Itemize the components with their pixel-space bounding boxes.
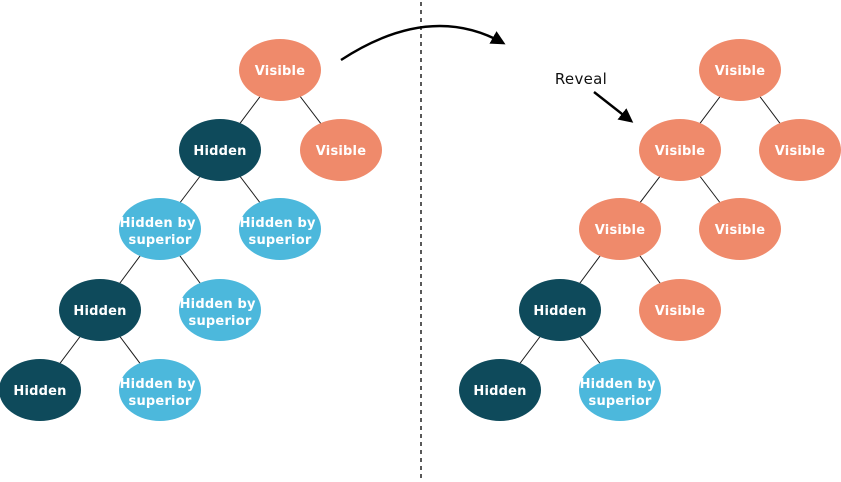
tree-node: Hidden xyxy=(179,119,261,181)
tree-node: Visible xyxy=(639,279,721,341)
tree-node: Visible xyxy=(699,198,781,260)
node-label: Hidden xyxy=(473,384,526,399)
node-ellipse xyxy=(239,198,321,260)
node-label: Hidden xyxy=(533,304,586,319)
reveal-label: Reveal xyxy=(555,70,607,88)
node-ellipse xyxy=(639,119,721,181)
node-ellipse xyxy=(119,359,201,421)
node-ellipse xyxy=(0,359,81,421)
reveal-arrow-icon xyxy=(593,91,634,123)
node-ellipse xyxy=(519,279,601,341)
tree-node: Hidden by superior xyxy=(239,198,321,260)
node-ellipse xyxy=(759,119,841,181)
node-ellipse xyxy=(300,119,382,181)
node-ellipse xyxy=(639,279,721,341)
node-label: Hidden xyxy=(193,144,246,159)
node-ellipse xyxy=(699,39,781,101)
node-ellipse xyxy=(579,198,661,260)
node-label: Hidden by superior xyxy=(240,216,321,248)
tree-node: Visible xyxy=(699,39,781,101)
node-label: Visible xyxy=(775,144,825,159)
node-ellipse xyxy=(59,279,141,341)
node-label: Visible xyxy=(595,223,645,238)
tree-node: Hidden by superior xyxy=(579,359,661,421)
node-label: Visible xyxy=(655,304,705,319)
tree-node: Hidden xyxy=(0,359,81,421)
node-ellipse xyxy=(119,198,201,260)
tree-node: Hidden xyxy=(459,359,541,421)
node-label: Hidden by superior xyxy=(580,377,661,409)
transform-arrow-icon xyxy=(340,24,506,62)
node-label: Hidden by superior xyxy=(180,297,261,329)
node-label: Visible xyxy=(316,144,366,159)
tree-node: Hidden xyxy=(519,279,601,341)
tree-node: Hidden by superior xyxy=(119,198,201,260)
node-ellipse xyxy=(579,359,661,421)
reveal-annotation: Reveal xyxy=(555,70,634,123)
node-ellipse xyxy=(459,359,541,421)
tree-node: Visible xyxy=(579,198,661,260)
node-label: Hidden by superior xyxy=(120,216,201,248)
node-label: Hidden xyxy=(13,384,66,399)
right-tree: Visible Visible Visible Visible Visible … xyxy=(459,39,841,421)
node-label: Visible xyxy=(715,223,765,238)
node-label: Hidden by superior xyxy=(120,377,201,409)
node-label: Visible xyxy=(255,64,305,79)
tree-node: Visible xyxy=(639,119,721,181)
node-label: Visible xyxy=(715,64,765,79)
node-label: Visible xyxy=(655,144,705,159)
node-ellipse xyxy=(699,198,781,260)
tree-node: Hidden by superior xyxy=(179,279,261,341)
tree-node: Visible xyxy=(239,39,321,101)
node-ellipse xyxy=(239,39,321,101)
tree-node: Hidden by superior xyxy=(119,359,201,421)
node-ellipse xyxy=(179,279,261,341)
node-label: Hidden xyxy=(73,304,126,319)
tree-node: Visible xyxy=(300,119,382,181)
node-ellipse xyxy=(179,119,261,181)
tree-node: Hidden xyxy=(59,279,141,341)
tree-node: Visible xyxy=(759,119,841,181)
left-tree: Visible Hidden Visible Hidden by superio… xyxy=(0,39,382,421)
